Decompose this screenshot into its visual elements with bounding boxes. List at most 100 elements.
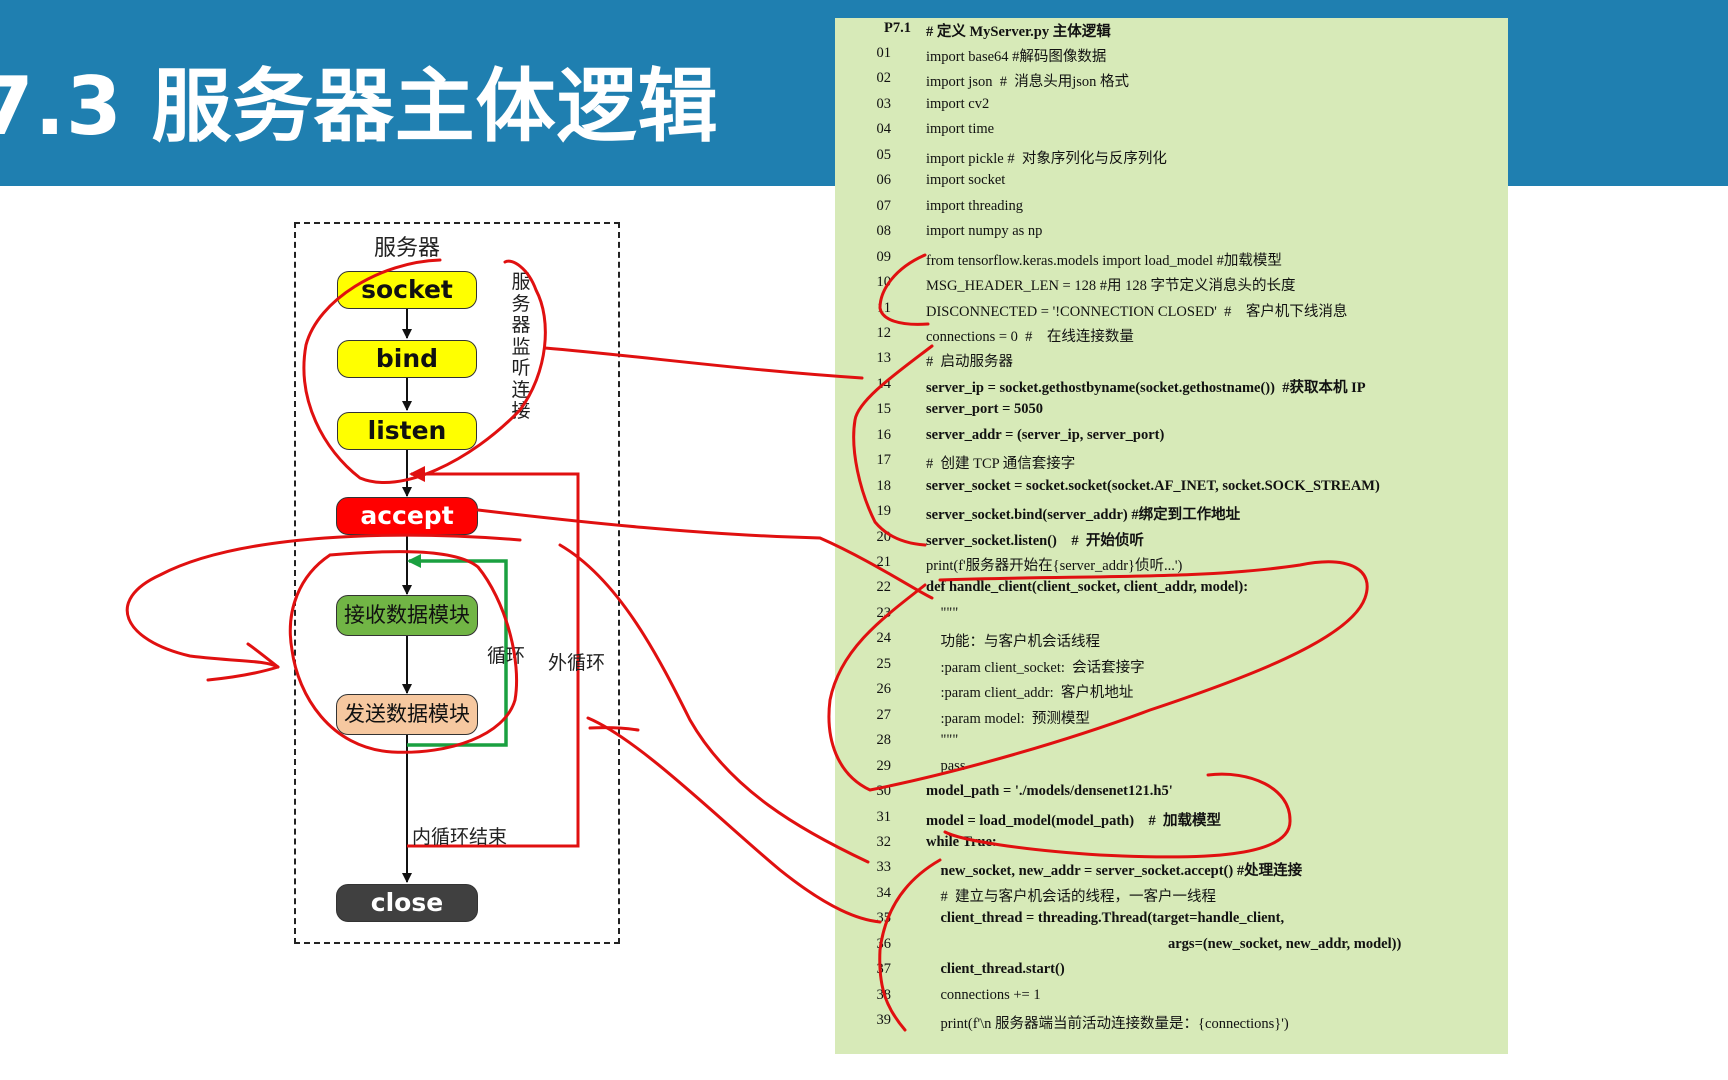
code-line-number: 27 — [876, 706, 892, 723]
code-line-text: # 建立与客户机会话的线程，一客户一线程 — [926, 888, 1217, 905]
code-line-text: while True: — [926, 833, 997, 850]
code-line-number: 15 — [876, 401, 892, 418]
code-line-text: import numpy as np — [926, 223, 1043, 240]
code-line-number: 02 — [876, 70, 892, 87]
code-line-number: 34 — [876, 884, 892, 901]
code-panel: P7.1 # 定义 MyServer.py 主体逻辑 01 import base… — [835, 18, 1508, 1054]
code-line-number: 04 — [876, 121, 892, 138]
code-line-text: import base64 #解码图像数据 — [926, 49, 1107, 65]
code-line-number: 32 — [876, 833, 892, 850]
code-line-number: 26 — [876, 681, 892, 698]
code-line-number: 28 — [876, 732, 892, 749]
code-line-number: 17 — [876, 452, 892, 469]
code-line-text: print(f'\n 服务器端当前活动连接数量是：{connections}') — [926, 1016, 1289, 1033]
vertical-char: 务 — [511, 292, 531, 315]
code-line-number: 19 — [876, 503, 892, 520]
code-line-text: import threading — [926, 197, 1024, 214]
code-line-text: import json # 消息头用json 格式 — [926, 74, 1130, 91]
code-line-text: client_thread.start() — [926, 961, 1065, 978]
code-line-text: server_addr = (server_ip, server_port) — [926, 426, 1165, 443]
code-line-number: 22 — [876, 579, 892, 596]
code-line-text: from tensorflow.keras.models import load… — [926, 252, 1282, 269]
code-line-number: 14 — [876, 375, 892, 392]
vertical-char: 器 — [511, 314, 531, 336]
code-line-text: model = load_model(model_path) # 加载模型 — [926, 812, 1222, 829]
code-line-number: 38 — [876, 986, 892, 1003]
code-line-number: 23 — [876, 604, 892, 621]
code-line-text: :param client_socket: 会话套接字 — [926, 659, 1145, 676]
code-line-number: 24 — [876, 630, 892, 647]
code-line-text: new_socket, new_addr = server_socket.acc… — [926, 863, 1303, 880]
inner-loop-end-label: 内循环结束 — [412, 826, 508, 848]
receive-data-node: 接收数据模块 — [336, 595, 478, 636]
socket-node: socket — [337, 271, 477, 309]
code-line-number: 33 — [876, 859, 892, 876]
code-line-text: import time — [926, 121, 995, 138]
code-line-number: 05 — [876, 146, 892, 163]
inner-loop-label: 循环 — [487, 645, 526, 667]
server-flow-diagram: 服务器 socket bind listen accept 接收数据模块 发送数… — [0, 0, 800, 1080]
code-header-text: # 定义 MyServer.py 主体逻辑 — [926, 24, 1111, 40]
close-node: close — [336, 884, 478, 922]
slide-title: 7.3 服务器主体逻辑 — [0, 60, 719, 153]
vertical-char: 监 — [511, 335, 531, 358]
bind-node: bind — [337, 340, 477, 378]
code-header-number: P7.1 — [884, 20, 911, 36]
code-line-text: import cv2 — [926, 95, 990, 112]
code-line-number: 01 — [876, 45, 892, 61]
code-line-number: 12 — [876, 324, 892, 341]
code-line-number: 10 — [876, 274, 892, 291]
code-line-text: 功能：与客户机会话线程 — [926, 634, 1101, 651]
code-line-text: DISCONNECTED = '!CONNECTION CLOSED' # 客户… — [926, 303, 1348, 320]
code-line-number: 39 — [876, 1012, 892, 1029]
code-line-number: 03 — [876, 95, 892, 112]
code-line-number: 09 — [876, 248, 892, 265]
code-line-text: server_ip = socket.gethostbyname(socket.… — [926, 379, 1366, 396]
code-line-text: args=(new_socket, new_addr, model)) — [1168, 935, 1402, 952]
code-line-text: """ — [926, 604, 959, 621]
code-line-text: model_path = './models/densenet121.h5' — [926, 783, 1173, 800]
code-line-number: 20 — [876, 528, 892, 545]
code-line-number: 25 — [876, 655, 892, 672]
code-line-number: 29 — [876, 757, 892, 774]
code-line-text: MSG_HEADER_LEN = 128 #用 128 字节定义消息头的长度 — [926, 278, 1296, 295]
code-line-text: server_port = 5050 — [926, 401, 1043, 418]
code-line-text: server_socket.listen() # 开始侦听 — [926, 532, 1144, 549]
code-line-number: 11 — [877, 299, 891, 316]
code-line-number: 30 — [876, 783, 892, 800]
code-line-number: 21 — [876, 554, 892, 570]
code-line-text: # 创建 TCP 通信套接字 — [926, 456, 1076, 473]
code-line-text: def handle_client(client_socket, client_… — [926, 579, 1249, 596]
code-line-text: pass — [926, 757, 966, 774]
code-line-text: connections = 0 # 在线连接数量 — [926, 328, 1134, 345]
code-line-number: 06 — [876, 172, 892, 189]
vertical-char: 连 — [511, 378, 531, 401]
code-line-number: 08 — [876, 223, 892, 240]
server-listen-label: 服 务 器 监 听 连 接 — [510, 271, 532, 423]
code-line-text: connections += 1 — [926, 986, 1041, 1003]
code-line-text: :param model: 预测模型 — [926, 710, 1090, 727]
code-line-text: """ — [926, 732, 959, 749]
code-line-text: client_thread = threading.Thread(target=… — [926, 910, 1285, 927]
accept-node: accept — [336, 497, 478, 535]
code-line-text: # 启动服务器 — [926, 354, 1013, 371]
vertical-char: 接 — [511, 400, 531, 422]
vertical-char: 听 — [511, 357, 531, 379]
code-line-number: 31 — [876, 808, 892, 825]
code-line-text: import pickle # 对象序列化与反序列化 — [926, 150, 1167, 167]
code-line-text: import socket — [926, 172, 1006, 189]
code-line-number: 13 — [876, 350, 892, 367]
code-line-text: server_socket.bind(server_addr) #绑定到工作地址 — [926, 507, 1241, 524]
code-line-number: 36 — [876, 935, 892, 952]
code-line-number: 18 — [876, 477, 892, 494]
code-line-number: 35 — [876, 910, 892, 927]
code-line-number: 16 — [876, 426, 892, 443]
code-line-number: 37 — [876, 961, 892, 978]
listen-node: listen — [337, 412, 477, 450]
send-data-node: 发送数据模块 — [336, 694, 478, 735]
code-line-number: 07 — [876, 197, 892, 214]
server-container-label: 服务器 — [374, 236, 441, 261]
vertical-char: 服 — [511, 271, 531, 293]
code-line-text: print(f'服务器开始在{server_addr}侦听...') — [926, 558, 1183, 574]
code-line-text: :param client_addr: 客户机地址 — [926, 685, 1134, 702]
